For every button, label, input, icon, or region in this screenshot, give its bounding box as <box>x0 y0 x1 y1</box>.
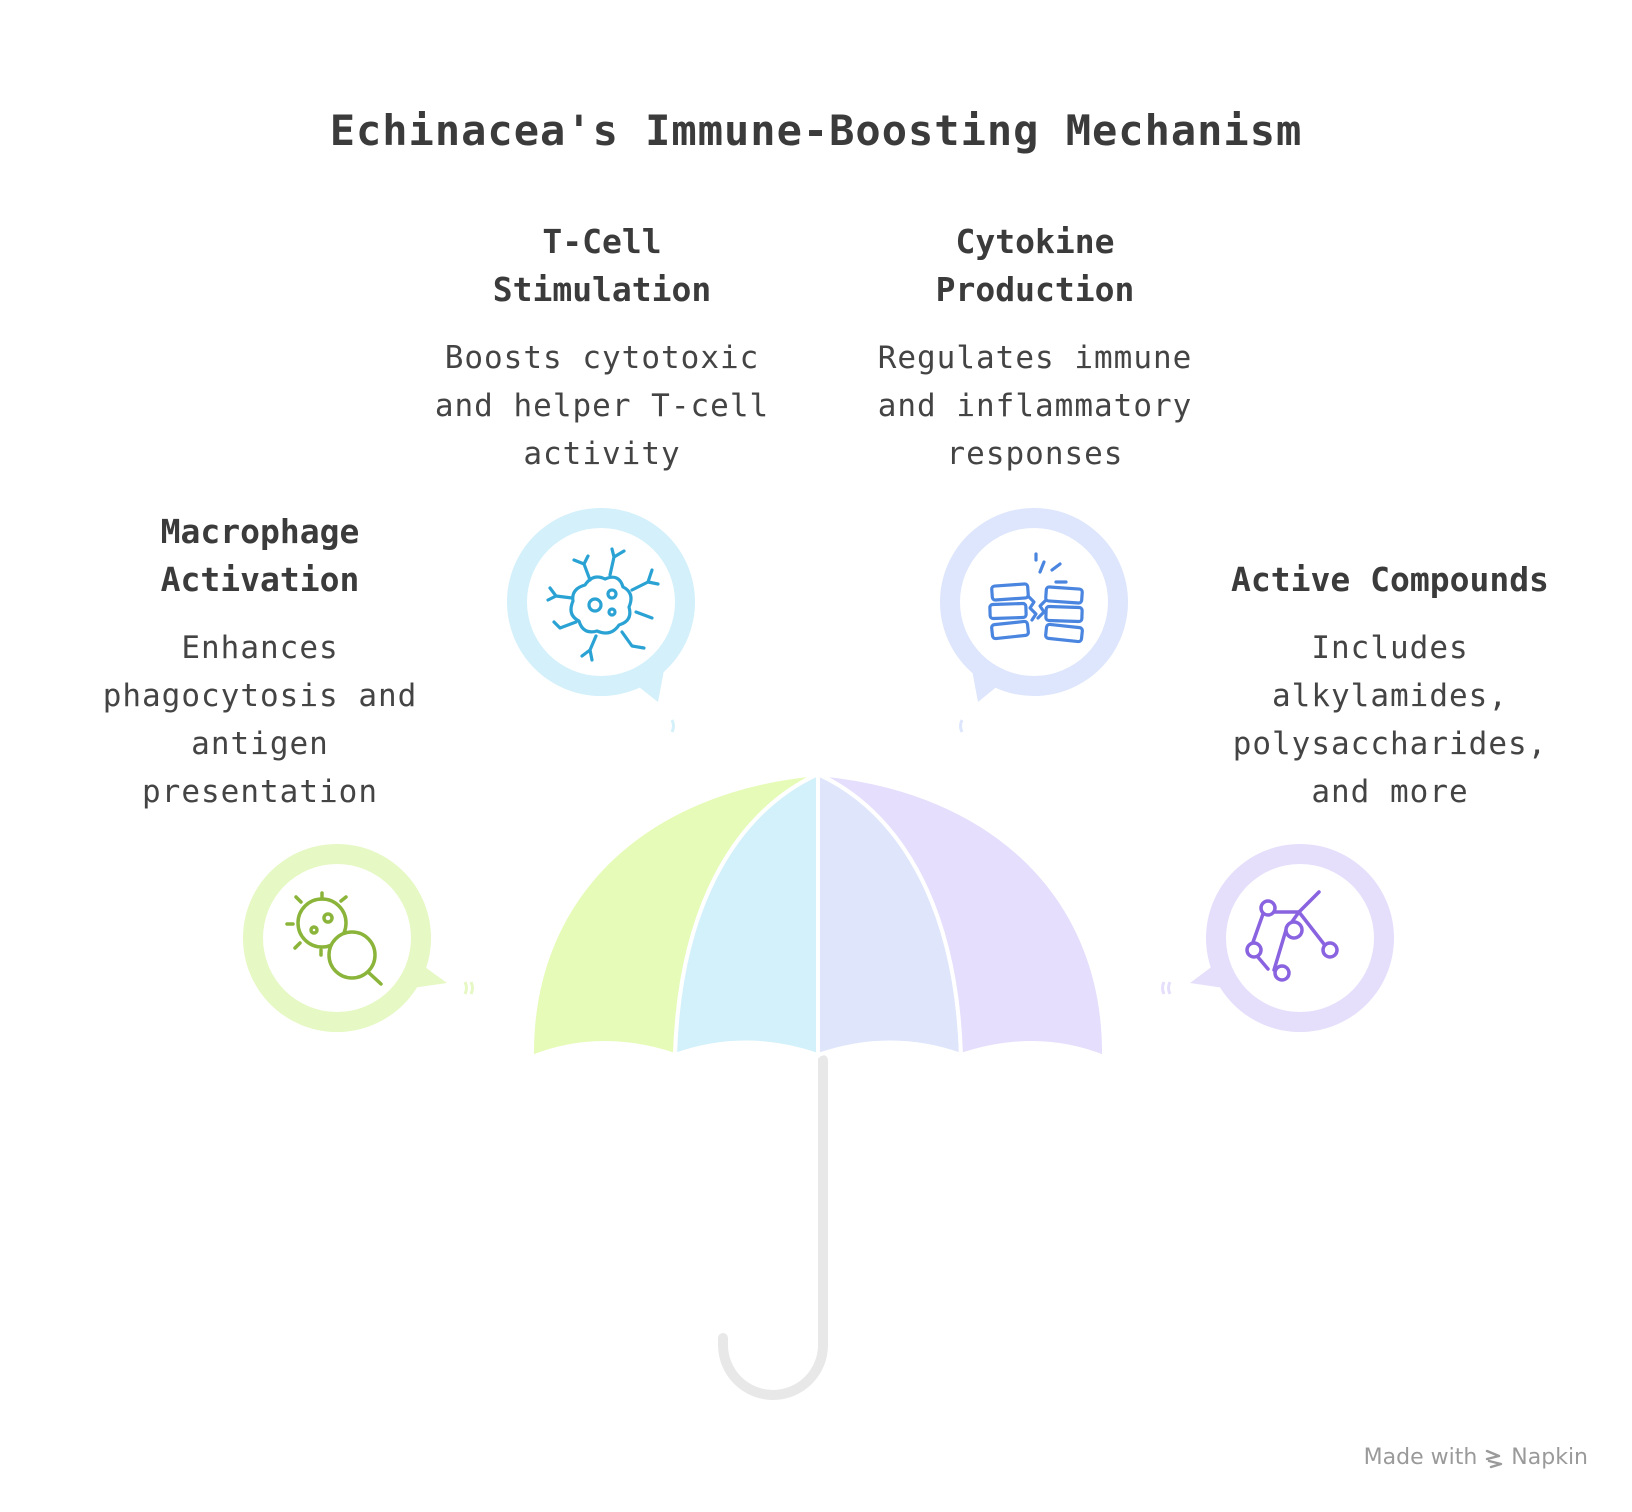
macrophage-activation-block: Macrophage Activation Enhances phagocyto… <box>70 508 450 816</box>
molecule-icon <box>1245 890 1339 982</box>
umbrella-handle <box>718 1055 828 1400</box>
page-title: Echinacea's Immune-Boosting Mechanism <box>329 106 1303 155</box>
t-cell-stimulation-block: T-Cell Stimulation Boosts cytotoxic and … <box>412 218 792 478</box>
umbrella-panel-tcell <box>672 770 820 1058</box>
t-cell-icon <box>546 547 660 662</box>
t-cell-heading: T-Cell Stimulation <box>492 222 712 309</box>
watermark-brand: Napkin <box>1511 1445 1588 1470</box>
t-cell-bubble <box>507 508 695 733</box>
cytokine-bubble <box>940 508 1128 733</box>
made-with-napkin-watermark[interactable]: Made with Napkin <box>1364 1445 1588 1470</box>
compounds-heading: Active Compounds <box>1231 560 1549 599</box>
broken-bandage-icon <box>988 552 1084 644</box>
cytokine-heading: Cytokine Production <box>935 222 1135 309</box>
macrophage-description: Enhances phagocytosis and antigen presen… <box>102 630 418 810</box>
compounds-description: Includes alkylamides, polysaccharides, a… <box>1232 630 1548 810</box>
t-cell-description: Boosts cytotoxic and helper T-cell activ… <box>434 340 770 472</box>
bacteria-magnifier-icon <box>285 891 383 986</box>
cytokine-production-block: Cytokine Production Regulates immune and… <box>845 218 1225 478</box>
macrophage-heading: Macrophage Activation <box>160 512 360 599</box>
napkin-logo-icon <box>1486 1449 1503 1468</box>
macrophage-bubble <box>243 844 474 1032</box>
watermark-prefix: Made with <box>1363 1445 1478 1470</box>
active-compounds-block: Active Compounds Includes alkylamides, p… <box>1180 556 1600 816</box>
cytokine-description: Regulates immune and inflammatory respon… <box>877 340 1193 472</box>
compounds-bubble <box>1161 844 1394 1032</box>
umbrella-panel-compounds <box>817 772 1107 1060</box>
